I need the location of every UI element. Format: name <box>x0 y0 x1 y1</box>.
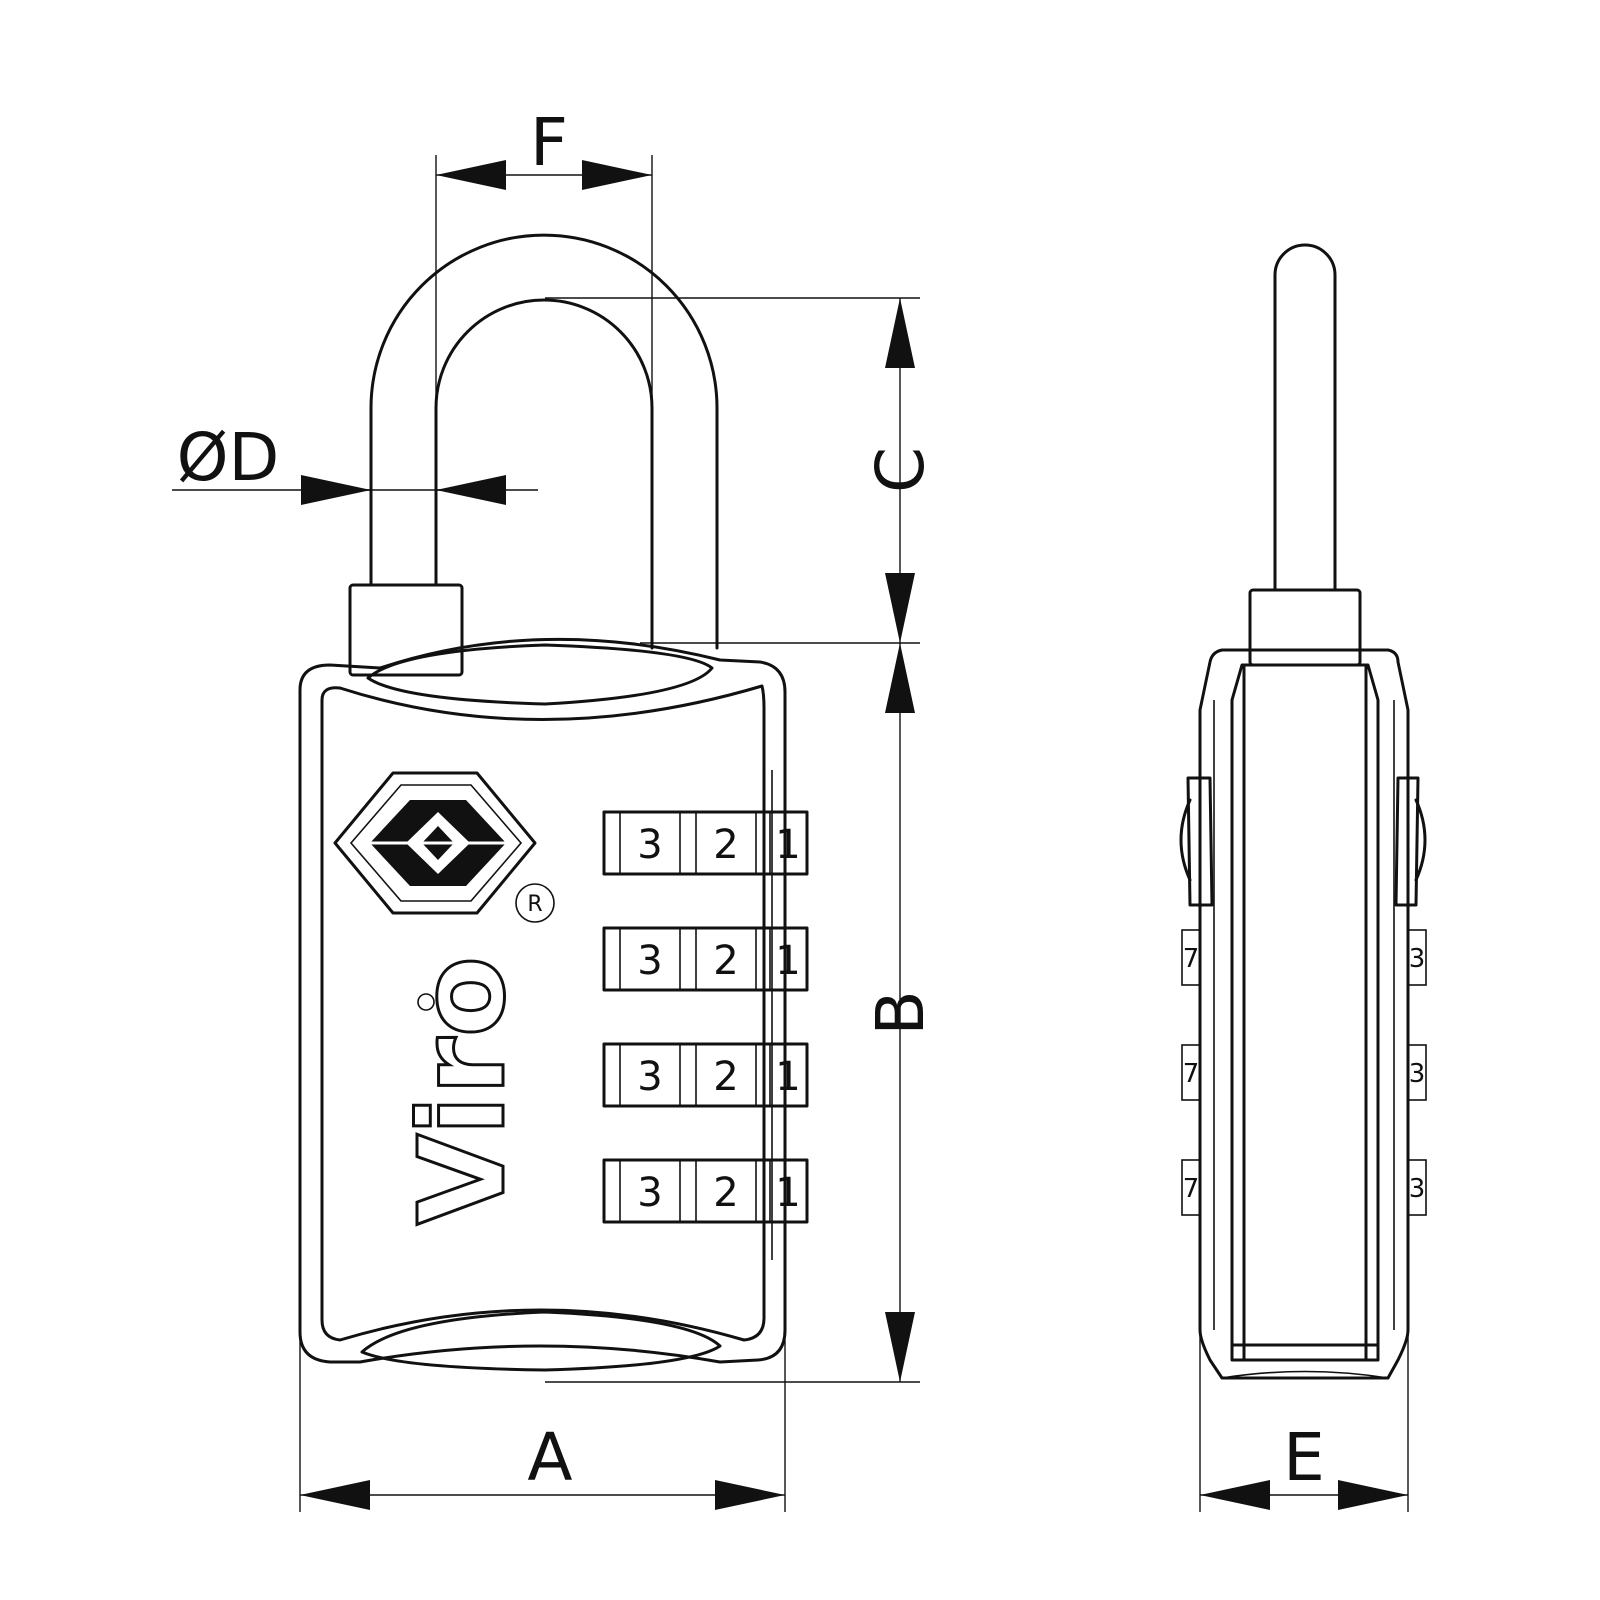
dimension-label-a: A <box>527 1419 572 1496</box>
side-digit: 7 <box>1183 1174 1200 1204</box>
side-button-left <box>1179 776 1214 907</box>
side-view: 7 7 7 3 3 3 E <box>1179 243 1427 1512</box>
viro-logo-icon <box>333 771 537 915</box>
side-digits-left: 7 7 7 <box>1181 929 1201 1216</box>
dimension-a: A <box>299 1340 786 1512</box>
side-collar <box>1248 588 1362 667</box>
dimension-label-d: ØD <box>177 419 280 496</box>
side-digits-right: 3 3 3 <box>1407 929 1427 1216</box>
dial-digit[interactable]: 3 <box>637 1054 662 1100</box>
dial-digit[interactable]: 1 <box>775 938 800 984</box>
dial-digit[interactable]: 2 <box>713 938 738 984</box>
dimension-c: C <box>545 297 939 644</box>
dial-row: 3 2 1 <box>602 1042 809 1108</box>
dial-digit[interactable]: 3 <box>637 938 662 984</box>
side-digit: 7 <box>1183 944 1200 974</box>
dial-digit[interactable]: 2 <box>713 1170 738 1216</box>
shackle <box>369 233 719 650</box>
dial-digit[interactable]: 3 <box>637 1170 662 1216</box>
registered-icon: R <box>515 883 555 923</box>
dial-row: 3 2 1 <box>602 926 809 992</box>
side-button-right <box>1394 776 1427 907</box>
dimension-label-b: B <box>862 990 939 1035</box>
dial-row: 3 2 1 <box>602 810 809 876</box>
dial-digit[interactable]: 1 <box>775 1170 800 1216</box>
dial-digit[interactable]: 2 <box>713 1054 738 1100</box>
registered-mark: R <box>527 892 542 917</box>
dimension-e: E <box>1199 1330 1409 1512</box>
side-digit: 3 <box>1409 1174 1426 1204</box>
dial-digit[interactable]: 3 <box>637 822 662 868</box>
brand-wordmark: Viro <box>393 956 531 1225</box>
dial-digit[interactable]: 1 <box>775 822 800 868</box>
dimension-label-f: F <box>530 104 568 181</box>
dimension-label-c: C <box>862 447 939 493</box>
dial-rows: 3 2 1 3 2 1 3 2 1 <box>602 810 809 1224</box>
side-digit: 3 <box>1409 1059 1426 1089</box>
dial-row: 3 2 1 <box>602 1158 809 1224</box>
dimension-d: ØD <box>172 419 538 505</box>
dimension-b: B <box>545 643 939 1383</box>
dimension-label-e: E <box>1283 1419 1325 1496</box>
side-digit: 7 <box>1183 1059 1200 1089</box>
dial-digit[interactable]: 1 <box>775 1054 800 1100</box>
side-shackle <box>1273 243 1337 592</box>
lock-body <box>298 637 787 1364</box>
dial-digit[interactable]: 2 <box>713 822 738 868</box>
shackle-collar <box>348 583 464 677</box>
dimension-f: F <box>435 104 653 648</box>
front-view: R Viro 3 2 1 3 2 1 <box>172 104 939 1512</box>
side-digit: 3 <box>1409 944 1426 974</box>
